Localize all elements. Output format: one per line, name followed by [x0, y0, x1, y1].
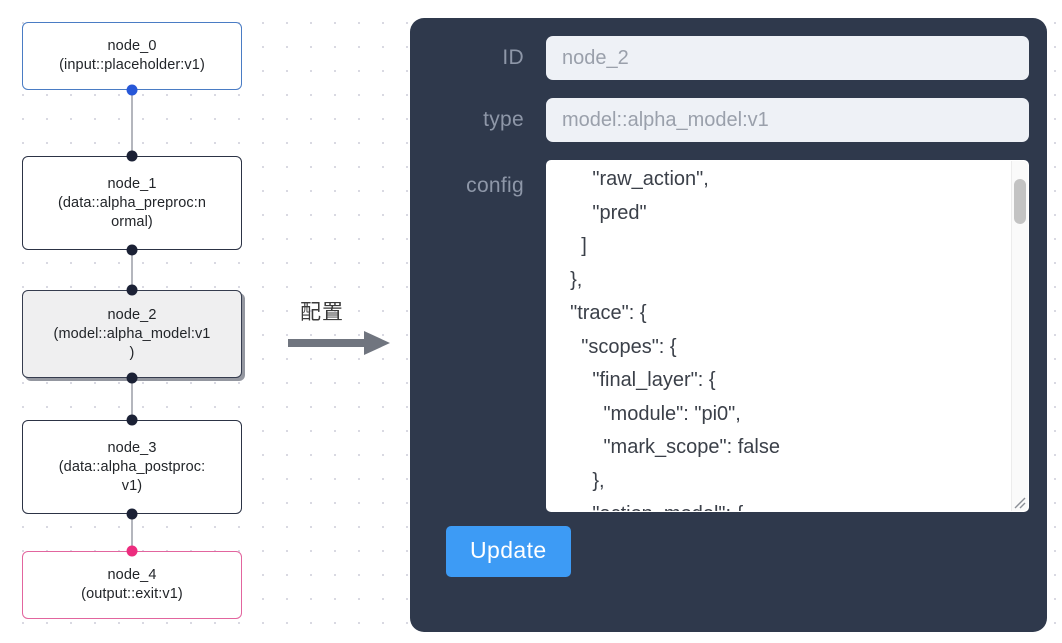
- update-button[interactable]: Update: [446, 526, 571, 577]
- id-input[interactable]: [546, 36, 1029, 80]
- port-node_1-in[interactable]: [126, 150, 138, 162]
- node-graph-canvas[interactable]: node_0 (input::placeholder:v1) node_1 (d…: [0, 0, 398, 643]
- port-node_2-out[interactable]: [126, 372, 138, 384]
- id-field-row: ID: [428, 36, 1029, 80]
- node-type-label: (model::alpha_model:v1 ): [53, 325, 211, 361]
- node-id-label: node_1: [107, 175, 157, 192]
- type-input[interactable]: [546, 98, 1029, 142]
- annotation-arrow-group: 配置: [288, 296, 396, 358]
- graph-node-node_4[interactable]: node_4 (output::exit:v1): [22, 551, 242, 619]
- edge-node3-node4: [131, 512, 133, 551]
- annotation-label: 配置: [300, 301, 344, 324]
- id-field-label: ID: [502, 46, 524, 69]
- edge-node2-node3: [131, 376, 133, 420]
- config-field-row: config "raw_action", "pred" ] }, "trace"…: [428, 160, 1029, 512]
- node-id-label: node_0: [107, 38, 157, 54]
- right-arrow-icon: [288, 331, 390, 355]
- edge-node0-node1: [131, 88, 133, 158]
- graph-node-node_0[interactable]: node_0 (input::placeholder:v1): [22, 22, 242, 90]
- node-id-label: node_4: [107, 567, 157, 583]
- port-node_3-in[interactable]: [126, 414, 138, 426]
- node-inspector-panel: ID type config "raw_action", "pred" ] },…: [410, 18, 1047, 632]
- graph-node-node_1[interactable]: node_1 (data::alpha_preproc:n ormal): [22, 156, 242, 250]
- port-node_3-out[interactable]: [126, 508, 138, 520]
- port-node_4-in[interactable]: [126, 545, 138, 557]
- edge-node1-node2: [131, 248, 133, 292]
- config-editor-wrap: "raw_action", "pred" ] }, "trace": { "sc…: [546, 160, 1029, 512]
- config-textarea[interactable]: "raw_action", "pred" ] }, "trace": { "sc…: [546, 160, 1029, 512]
- config-scrollbar-thumb[interactable]: [1014, 179, 1026, 224]
- node-id-label: node_2: [107, 306, 157, 323]
- type-field-row: type: [428, 98, 1029, 142]
- port-node_0-out[interactable]: [126, 84, 138, 96]
- node-type-label: (data::alpha_preproc:n ormal): [57, 194, 207, 230]
- config-field-label: config: [466, 174, 524, 197]
- node-id-label: node_3: [107, 439, 157, 456]
- config-scrollbar-track[interactable]: [1011, 161, 1028, 511]
- graph-node-node_2[interactable]: node_2 (model::alpha_model:v1 ): [22, 290, 242, 378]
- port-node_2-in[interactable]: [126, 284, 138, 296]
- node-type-label: (output::exit:v1): [81, 586, 183, 602]
- graph-node-node_3[interactable]: node_3 (data::alpha_postproc: v1): [22, 420, 242, 514]
- node-type-label: (input::placeholder:v1): [59, 57, 205, 73]
- port-node_1-out[interactable]: [126, 244, 138, 256]
- node-type-label: (data::alpha_postproc: v1): [58, 458, 206, 494]
- type-field-label: type: [483, 108, 524, 131]
